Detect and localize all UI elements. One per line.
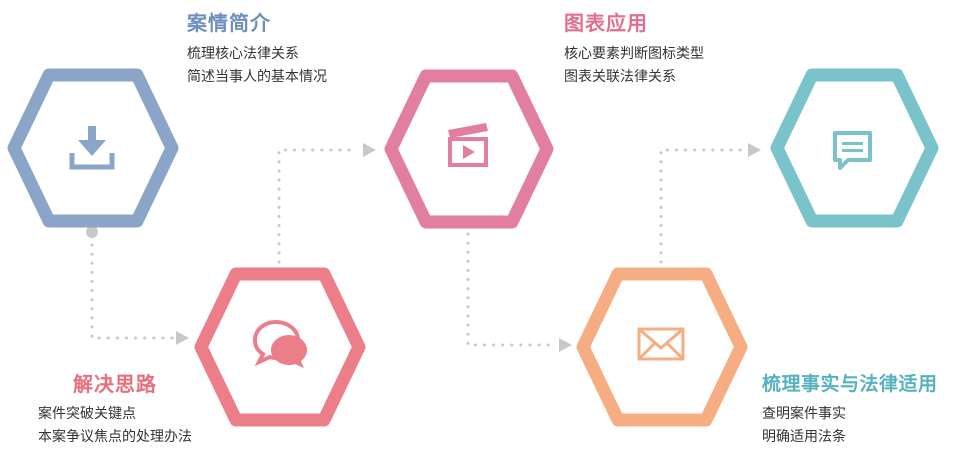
hexagon-comment [770, 68, 939, 228]
mail-icon [637, 327, 685, 361]
step-title: 图表应用 [564, 11, 648, 35]
connectors [90, 148, 744, 347]
comment-icon [833, 131, 872, 170]
connector-arrowheads [176, 143, 761, 352]
download-arrow-shaft [88, 126, 96, 142]
clapper-top [448, 123, 488, 138]
hexagon-chat [194, 267, 366, 427]
arrowhead [176, 331, 189, 345]
label-solution-approach-lines: 案件突破关键点 本案争议焦点的处理办法 [38, 403, 192, 449]
step-line: 核心要素判断图标类型 [564, 46, 704, 62]
clapper-body [448, 137, 488, 167]
comment-line-1 [842, 142, 863, 145]
step-line: 图表关联法律关系 [564, 69, 676, 85]
download-icon [69, 126, 115, 170]
hexagon-mail [576, 267, 748, 427]
chat-bubble-front [271, 335, 307, 368]
step-line: 梳理核心法律关系 [187, 46, 299, 62]
hexagon-download [7, 68, 179, 228]
connector-video-to-mail [466, 232, 558, 347]
connector-download-to-chat [90, 243, 178, 340]
step-title: 梳理事实与法律适用 [762, 373, 938, 395]
play-triangle [463, 145, 475, 159]
label-solution-approach: 解决思路 [73, 371, 157, 397]
envelope-flap [638, 327, 684, 350]
label-chart-application: 图表应用 核心要素判断图标类型 图表关联法律关系 [564, 10, 704, 89]
envelope-bottom [637, 341, 685, 361]
connector-mail-to-comment [659, 148, 744, 264]
clapperboard-icon [448, 123, 488, 167]
label-case-summary: 案情简介 梳理核心法律关系 简述当事人的基本情况 [187, 10, 327, 89]
arrowhead [559, 338, 572, 352]
comment-line-2 [842, 149, 863, 152]
connector-start-dot [86, 226, 98, 238]
arrowhead [748, 143, 761, 157]
arrowhead [363, 143, 376, 157]
envelope-body [637, 327, 685, 361]
chat-bubbles-icon [252, 319, 307, 368]
hexagon-video [384, 69, 554, 229]
download-tray [69, 153, 115, 170]
step-title: 解决思路 [73, 372, 157, 396]
step-line: 简述当事人的基本情况 [187, 69, 327, 85]
label-fact-law-sorting: 梳理事实与法律适用 查明案件事实 明确适用法条 [762, 371, 938, 449]
step-line: 明确适用法条 [762, 429, 846, 445]
step-title: 案情简介 [187, 11, 271, 35]
step-line: 案件突破关键点 [38, 406, 136, 422]
comment-bubble [833, 131, 872, 170]
step-line: 查明案件事实 [762, 406, 846, 422]
connector-chat-to-video [277, 148, 358, 264]
download-arrow-head [78, 140, 106, 156]
step-line: 本案争议焦点的处理办法 [38, 429, 192, 445]
